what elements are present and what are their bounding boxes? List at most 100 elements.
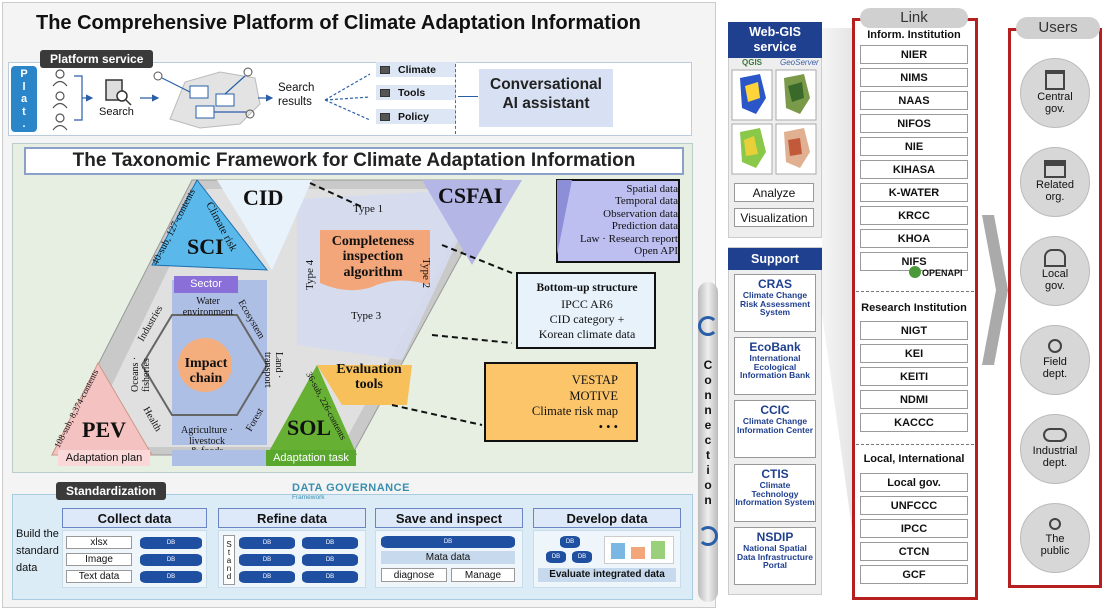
openapi-icon <box>909 266 921 278</box>
link-nigt[interactable]: NIGT <box>860 321 968 340</box>
user-public-label: The public <box>1040 533 1070 557</box>
user-related-org[interactable]: Related org. <box>1020 147 1090 217</box>
tools-list: VESTAP MOTIVE Climate risk map • • • <box>531 373 618 434</box>
adaptation-plan-label: Adaptation plan <box>58 450 150 466</box>
type1-label: Type 1 <box>353 203 384 215</box>
db-icon: DB <box>239 571 295 583</box>
link-kaccc[interactable]: KACCC <box>860 413 968 432</box>
link-krcc[interactable]: KRCC <box>860 206 968 225</box>
user-public[interactable]: The public <box>1020 503 1090 573</box>
worker-icon <box>1048 339 1062 354</box>
sector-oceans: Oceans · fisheries <box>130 356 152 392</box>
platform-divider <box>455 64 456 134</box>
link-nims[interactable]: NIMS <box>860 68 968 87</box>
dashed-connectors <box>309 182 513 426</box>
csfai-data-list: Spatial data Temporal data Observation d… <box>579 183 678 258</box>
file-xlsx: xlsx <box>66 536 132 549</box>
evaluation-label: Evaluation tools <box>336 362 402 393</box>
result-tools[interactable]: Tools <box>376 85 456 100</box>
develop-header: Develop data <box>533 508 681 528</box>
impact-circle <box>178 338 232 392</box>
db-icon: DB <box>302 571 358 583</box>
link-kihasa[interactable]: KIHASA <box>860 160 968 179</box>
support-ctis-name: CTIS <box>761 467 789 481</box>
support-ccic-name: CCIC <box>760 403 790 417</box>
type4-label: Type 4 <box>304 259 316 290</box>
user-local-gov-label: Local gov. <box>1041 268 1069 292</box>
link-kei[interactable]: KEI <box>860 344 968 363</box>
link-divider <box>856 291 974 292</box>
manage-button[interactable]: Manage <box>451 568 515 582</box>
link-ctcn[interactable]: CTCN <box>860 542 968 561</box>
plat-letter: . <box>22 118 26 130</box>
geoserver-logo: GeoServer <box>780 58 819 67</box>
user-industrial-dept-label: Industrial dept. <box>1032 445 1078 469</box>
db-icon: DB <box>140 537 202 549</box>
users-panel <box>1008 28 1102 588</box>
support-ccic-desc: Climate Change Information Center <box>736 415 814 435</box>
link-kwater[interactable]: K-WATER <box>860 183 968 202</box>
governance-label: DATA GOVERNANCE <box>292 482 410 494</box>
user-local-gov[interactable]: Local gov. <box>1020 236 1090 306</box>
openapi-label: OPENAPI <box>922 268 963 278</box>
korea-map-graphic <box>153 67 261 129</box>
chain-ring <box>140 314 269 416</box>
sync-icon <box>698 316 718 336</box>
link-gcf[interactable]: GCF <box>860 565 968 584</box>
platform-flow-graphic <box>52 67 371 131</box>
link-nier[interactable]: NIER <box>860 45 968 64</box>
csfai-list-dark <box>557 180 572 255</box>
result-climate[interactable]: Climate <box>376 62 456 77</box>
stand-label: Stand <box>223 535 235 585</box>
db-icon: DB <box>381 536 515 548</box>
link-nifos[interactable]: NIFOS <box>860 114 968 133</box>
ai-assistant-box[interactable]: Conversational AI assistant <box>479 69 613 127</box>
dashboard-bar <box>651 541 665 559</box>
link-ndmi[interactable]: NDMI <box>860 390 968 409</box>
city-hall-icon <box>1044 249 1066 268</box>
diagnose-button[interactable]: diagnose <box>381 568 447 582</box>
db-icon: DB <box>140 554 202 566</box>
search-icon <box>105 79 132 106</box>
user-central-gov[interactable]: Central gov. <box>1020 58 1090 128</box>
csfai-list-bg <box>556 179 680 263</box>
support-nsdip-name: NSDIP <box>756 530 794 544</box>
db-icon: DB <box>302 554 358 566</box>
link-ipcc[interactable]: IPCC <box>860 519 968 538</box>
support-nsdip-desc: National Spatial Data Infrastructure Por… <box>736 542 814 571</box>
visualization-button[interactable]: Visualization <box>734 208 814 227</box>
link-naas[interactable]: NAAS <box>860 91 968 110</box>
sci-label: SCI <box>187 234 224 259</box>
result-policy[interactable]: Policy <box>376 109 456 124</box>
research-institution-title: Research Institution <box>861 302 967 314</box>
link-nie[interactable]: NIE <box>860 137 968 156</box>
user-industrial-dept[interactable]: Industrial dept. <box>1020 414 1090 484</box>
support-cras-name: CRAS <box>757 277 792 291</box>
tools-bg <box>484 362 638 442</box>
db-icon: DB <box>239 537 295 549</box>
sync-icon <box>698 526 718 546</box>
db-icon: DB <box>560 536 580 548</box>
link-keiti[interactable]: KEITI <box>860 367 968 386</box>
sol-label: SOL <box>287 415 332 440</box>
db-icon: DB <box>239 554 295 566</box>
search-label: Search <box>99 106 134 118</box>
sol-triangle <box>267 365 357 455</box>
link-divider <box>856 444 974 445</box>
link-unfccc[interactable]: UNFCCC <box>860 496 968 515</box>
save-header: Save and inspect <box>375 508 523 528</box>
sector-header-bg <box>174 276 238 293</box>
analyze-button[interactable]: Analyze <box>734 183 814 202</box>
link-local-gov[interactable]: Local gov. <box>860 473 968 492</box>
person-icon <box>1049 518 1061 531</box>
user-field-dept[interactable]: Field dept. <box>1020 325 1090 395</box>
plat-letter: t <box>22 105 26 118</box>
link-khoa[interactable]: KHOA <box>860 229 968 248</box>
csfai-label: CSFAI <box>438 183 503 208</box>
plat-letter: a <box>20 93 28 105</box>
